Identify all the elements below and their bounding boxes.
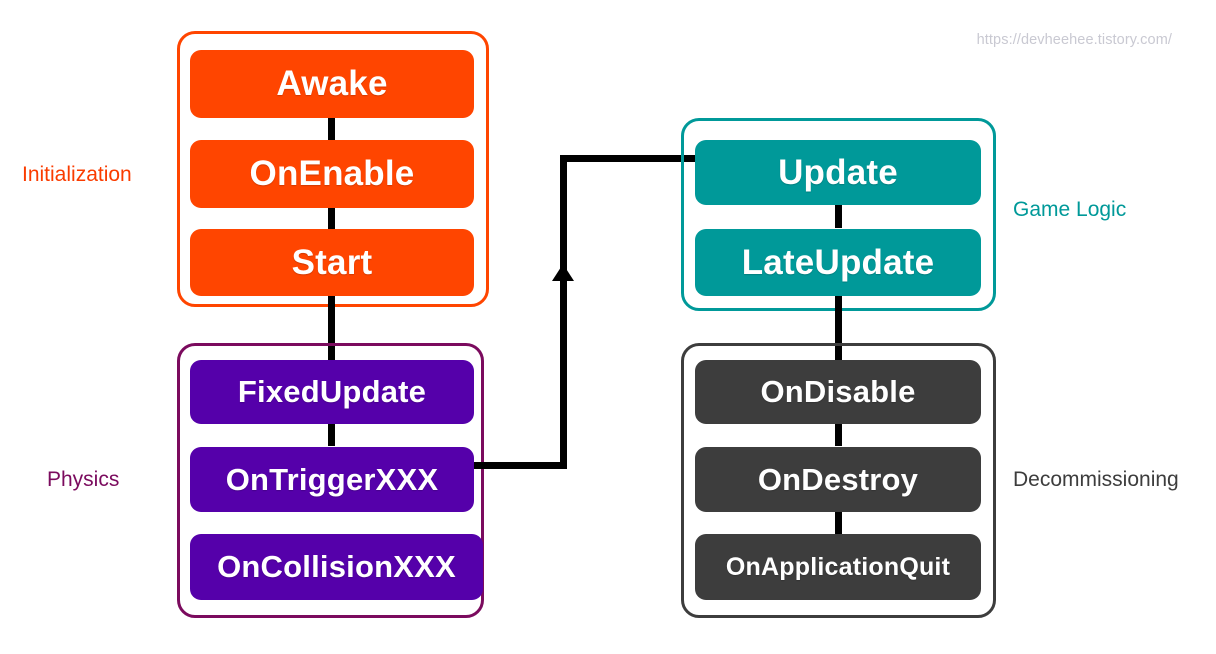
connector-onenable-start	[328, 208, 335, 230]
flow-segment-top-horizontal	[560, 155, 695, 162]
label-physics: Physics	[47, 468, 120, 491]
watermark-url: https://devheehee.tistory.com/	[976, 32, 1172, 48]
node-update[interactable]: Update	[695, 140, 981, 205]
connector-ondisable-ondestroy	[835, 424, 842, 446]
label-decommissioning: Decommissioning	[1013, 468, 1179, 491]
node-ondestroy[interactable]: OnDestroy	[695, 447, 981, 512]
connector-ondestroy-onapplicationquit	[835, 512, 842, 534]
flow-segment-bottom-horizontal	[474, 462, 567, 469]
flow-arrowhead-icon	[552, 264, 574, 281]
node-awake[interactable]: Awake	[190, 50, 474, 118]
connector-awake-onenable	[328, 118, 335, 140]
connector-start-fixedupdate	[328, 296, 335, 368]
group-physics	[177, 343, 484, 618]
node-start[interactable]: Start	[190, 229, 474, 296]
node-lateupdate[interactable]: LateUpdate	[695, 229, 981, 296]
connector-fixedupdate-ontrigger	[328, 424, 335, 446]
node-ontriggerxxx[interactable]: OnTriggerXXX	[190, 447, 474, 512]
node-fixedupdate[interactable]: FixedUpdate	[190, 360, 474, 424]
label-initialization: Initialization	[22, 163, 132, 186]
node-onenable[interactable]: OnEnable	[190, 140, 474, 208]
connector-update-lateupdate	[835, 205, 842, 228]
flow-segment-vertical	[560, 155, 567, 469]
node-ondisable[interactable]: OnDisable	[695, 360, 981, 424]
label-game-logic: Game Logic	[1013, 198, 1127, 221]
connector-lateupdate-ondisable	[835, 296, 842, 368]
node-onapplicationquit[interactable]: OnApplicationQuit	[695, 534, 981, 600]
group-decommissioning	[681, 343, 996, 618]
node-oncollisionxxx[interactable]: OnCollisionXXX	[190, 534, 483, 600]
